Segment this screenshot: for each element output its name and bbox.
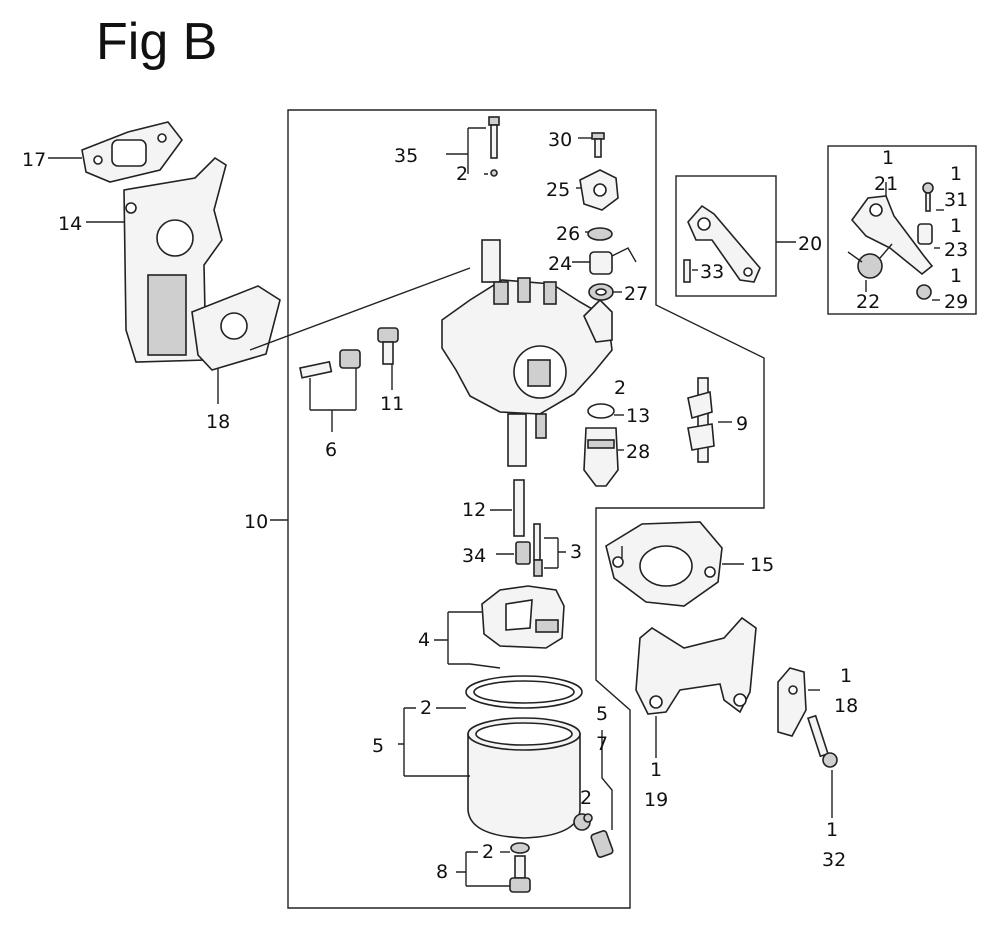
callout-8: 8 — [436, 861, 448, 883]
callout-23: 23 — [944, 239, 968, 261]
callout-5-a: 5 — [372, 735, 384, 757]
callout-22: 22 — [856, 291, 880, 313]
callout-16: 18 — [206, 411, 230, 433]
callout-1-b: 1 — [950, 163, 962, 185]
choke-kit-box — [827, 145, 977, 315]
callout-10: 10 — [244, 511, 268, 533]
callout-19: 19 — [644, 789, 668, 811]
part-28-drain-bolt — [583, 427, 619, 487]
part-24-piston — [589, 247, 637, 275]
callout-11: 11 — [380, 393, 404, 415]
carburetor-body — [441, 239, 613, 467]
part-27-seal — [588, 283, 614, 301]
callout-5-b: 5 — [596, 703, 608, 725]
callout-35: 35 — [394, 145, 418, 167]
callout-33: 33 — [700, 261, 724, 283]
callout-1-a: 1 — [882, 147, 894, 169]
lever-kit-box-20 — [675, 175, 777, 297]
part-9-choke-shaft — [687, 377, 715, 463]
callout-14: 14 — [58, 213, 82, 235]
callout-15: 15 — [750, 554, 774, 576]
callout-1-e: 1 — [650, 759, 662, 781]
callout-9: 9 — [736, 413, 748, 435]
part-13-washer — [587, 403, 615, 419]
part-32-bolt — [807, 714, 838, 768]
part-19-bracket — [635, 616, 757, 715]
part-31-screw — [922, 182, 934, 212]
callout-29: 29 — [944, 291, 968, 313]
leader-lines — [48, 127, 944, 887]
callout-7: 7 — [596, 733, 608, 755]
part-6-pilot-screw — [299, 349, 361, 379]
part-33-pin — [683, 259, 691, 283]
figure-title: Fig B — [96, 13, 218, 71]
callout-32: 32 — [822, 849, 846, 871]
part-35-screw — [488, 116, 500, 159]
callout-21: 21 — [874, 173, 898, 195]
callout-labels: 17 14 18 11 6 10 35 2 30 25 26 24 27 2 1… — [22, 129, 968, 883]
part-22-spring — [847, 243, 893, 279]
part-8-bolt — [509, 855, 531, 893]
part-18-clip — [777, 667, 807, 737]
part-4-float — [469, 585, 565, 669]
callout-12: 12 — [462, 499, 486, 521]
callout-30: 30 — [548, 129, 572, 151]
part-26-spring — [587, 227, 613, 241]
callout-3: 3 — [570, 541, 582, 563]
callout-31: 31 — [944, 189, 968, 211]
part-15-gasket — [605, 521, 723, 607]
part-2-washer-a — [490, 169, 498, 177]
part-25-cover — [579, 169, 619, 211]
callout-34: 34 — [462, 545, 486, 567]
callout-2-b: 2 — [614, 377, 626, 399]
callout-13: 13 — [626, 405, 650, 427]
part-20-throttle-lever — [687, 204, 761, 283]
part-17-gasket — [81, 121, 184, 183]
callout-4: 4 — [418, 629, 430, 651]
part-11-screw — [377, 327, 399, 365]
part-5-float-chamber — [465, 675, 591, 839]
callout-2-a: 2 — [456, 163, 468, 185]
callout-1-f: 1 — [840, 665, 852, 687]
part-34-main-jet — [515, 541, 531, 565]
callout-2-c: 2 — [420, 697, 432, 719]
callout-2-e: 2 — [482, 841, 494, 863]
callout-20: 20 — [798, 233, 822, 255]
callout-25: 25 — [546, 179, 570, 201]
callout-27: 27 — [624, 283, 648, 305]
part-16-gasket — [191, 285, 281, 371]
callout-24: 24 — [548, 253, 572, 275]
part-2-washer-b — [510, 842, 530, 854]
callout-1-d: 1 — [950, 265, 962, 287]
part-23-collar — [917, 223, 933, 245]
callout-28: 28 — [626, 441, 650, 463]
part-21-choke-lever — [850, 195, 934, 276]
part-29-nut — [916, 284, 932, 300]
callout-1-c: 1 — [950, 215, 962, 237]
part-30-screw — [591, 132, 605, 158]
part-12-emulsion-tube — [513, 479, 525, 537]
callout-17: 17 — [22, 149, 46, 171]
carburetor-assembly-outline — [287, 109, 765, 909]
part-3-needle-set — [533, 523, 543, 577]
callout-18: 18 — [834, 695, 858, 717]
callout-6: 6 — [325, 439, 337, 461]
callout-2-d: 2 — [580, 787, 592, 809]
part-7-drain-screw — [583, 813, 614, 858]
callout-26: 26 — [556, 223, 580, 245]
callout-1-g: 1 — [826, 819, 838, 841]
